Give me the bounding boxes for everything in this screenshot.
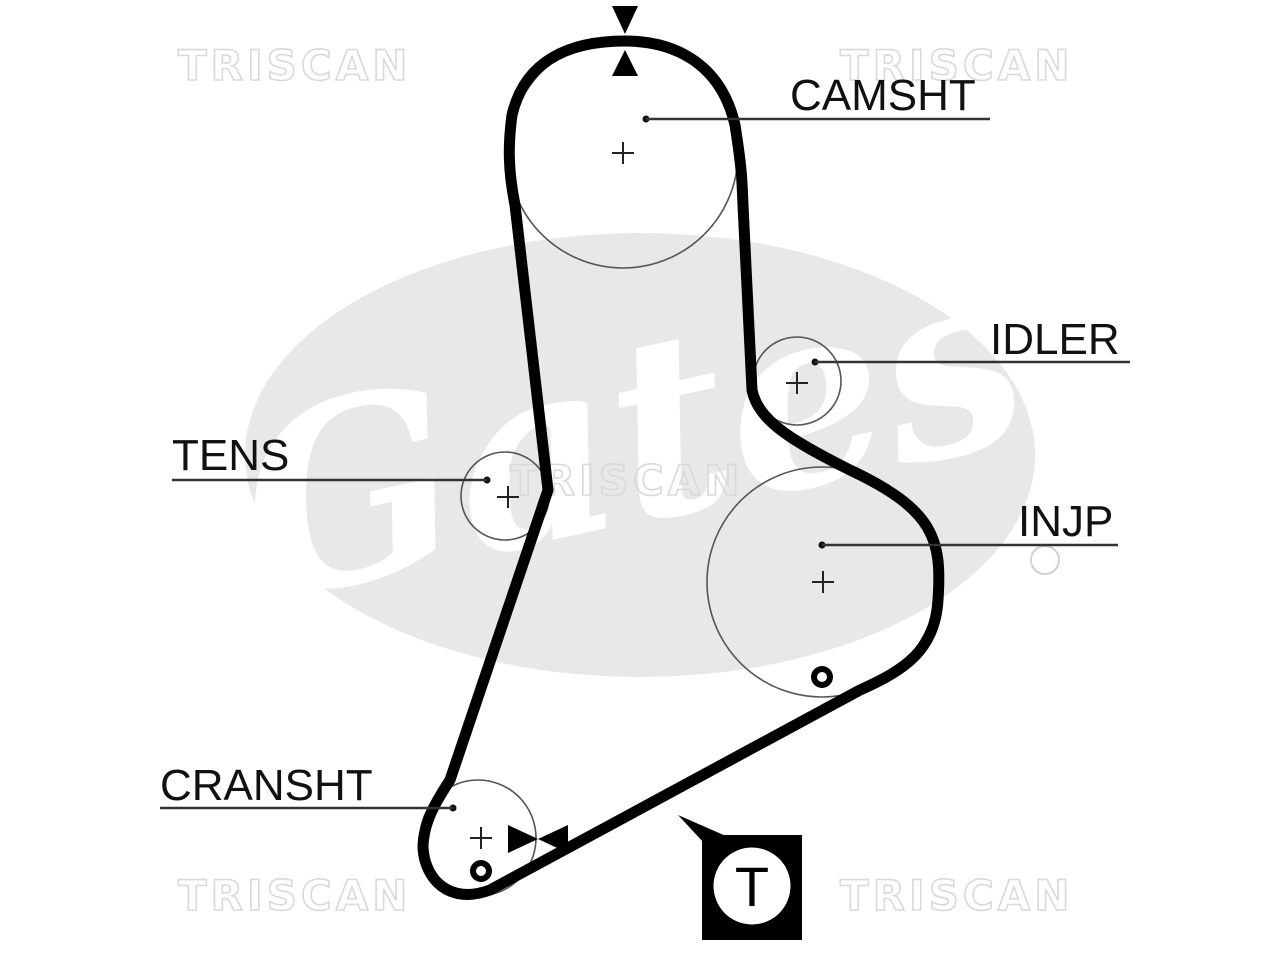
camshaft-alignment-arrow <box>612 6 638 76</box>
leader-lines <box>160 115 1130 812</box>
crankshaft-label: CRANSHT <box>160 761 373 810</box>
triscan-watermark-top-right: TRISCAN <box>840 41 1073 90</box>
triscan-watermark-top-left: TRISCAN <box>178 41 411 90</box>
tension-indicator: T <box>678 815 802 940</box>
camshaft-label: CAMSHT <box>790 71 976 120</box>
triscan-watermark-bottom-left: TRISCAN <box>178 871 411 920</box>
timing-belt <box>417 35 945 900</box>
idler-label: IDLER <box>990 315 1120 364</box>
crankshaft-alignment-arrow <box>508 825 568 853</box>
tension-mark-label: T <box>735 855 769 918</box>
triscan-watermark-bottom-right: TRISCAN <box>840 871 1073 920</box>
gates-logo-watermark: Gates <box>215 207 1060 677</box>
pulley-center-marks <box>470 142 834 849</box>
injection-pump-label: INJP <box>1018 497 1113 546</box>
tensioner-label: TENS <box>172 431 289 480</box>
